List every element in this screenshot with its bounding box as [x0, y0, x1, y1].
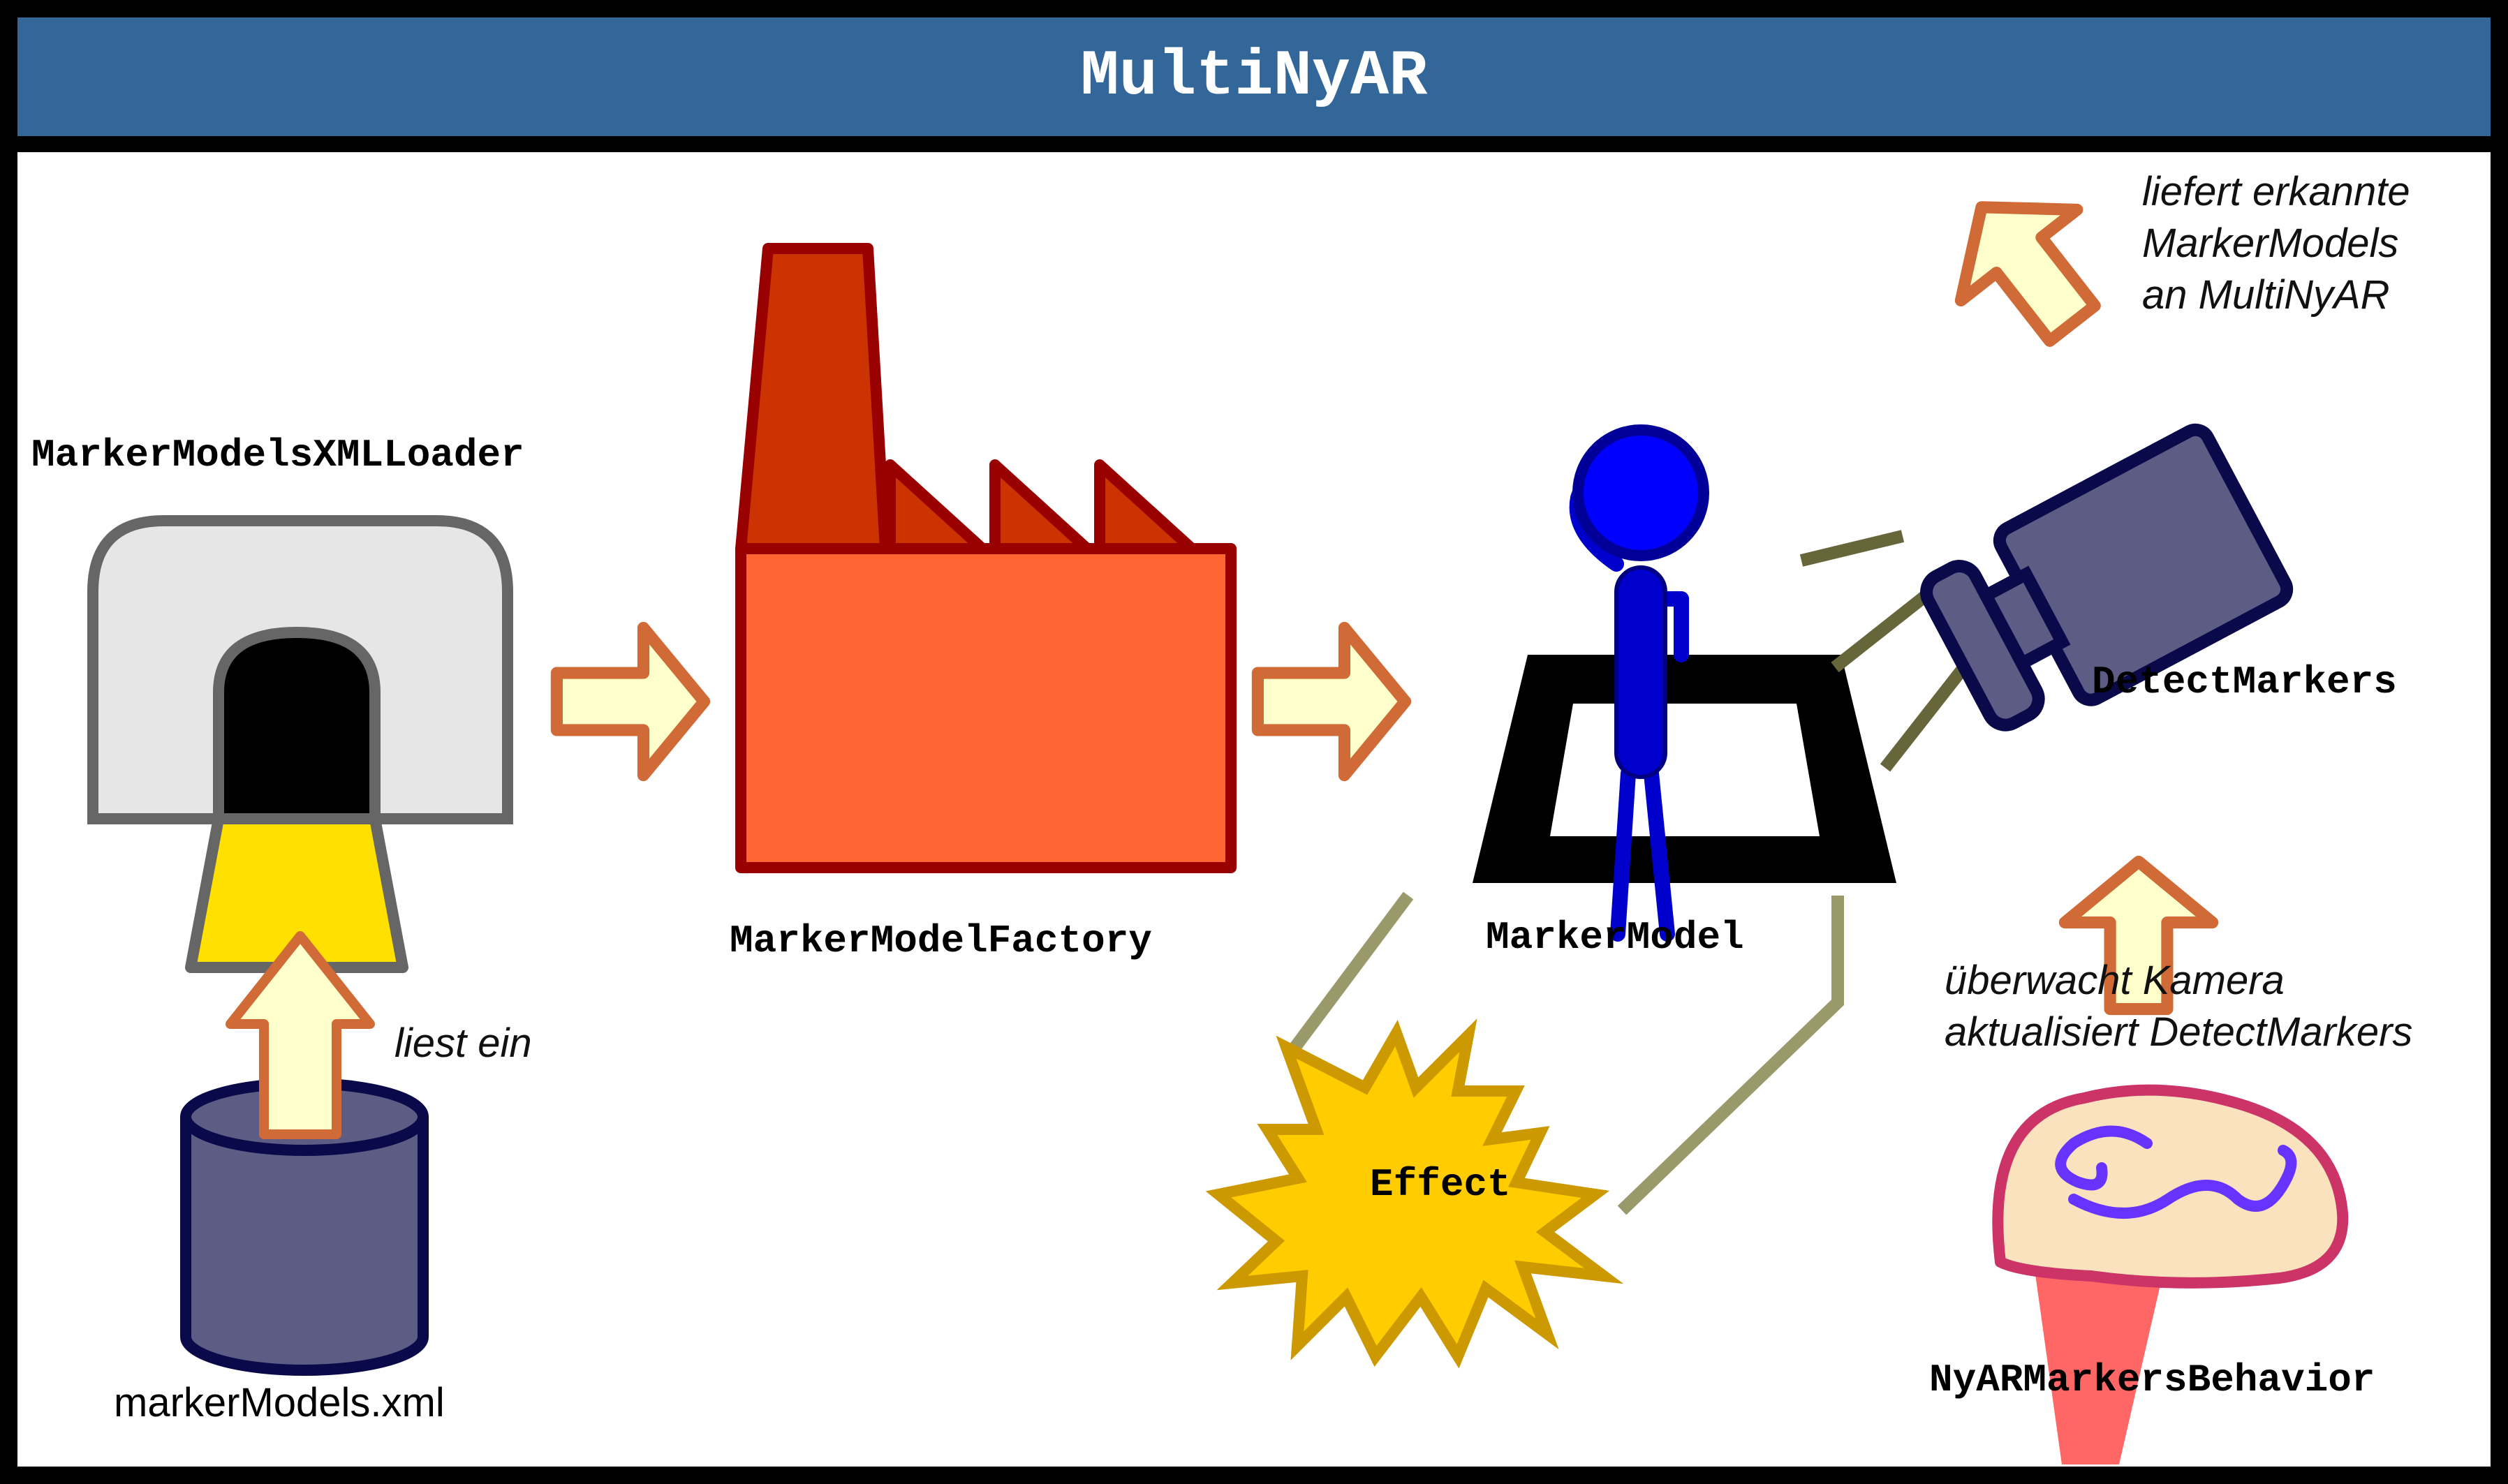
delivers-line-2: MarkerModels — [2142, 221, 2399, 266]
marker-person-icon — [1473, 424, 1896, 942]
reads-annotation: liest ein — [394, 1021, 532, 1066]
monitors-line-2: aktualisiert DetectMarkers — [1945, 1009, 2413, 1055]
arrow-detect-to-multinyar — [1924, 162, 2130, 369]
effect-label: Effect — [1370, 1162, 1511, 1207]
explosion-icon — [1205, 1018, 1624, 1369]
delivers-annotation: liefert erkannte MarkerModels an MultiNy… — [2142, 166, 2410, 321]
loader-label: MarkerModelsXMLLoader — [31, 433, 524, 477]
factory-label: MarkerModelFactory — [730, 919, 1152, 963]
tunnel-icon — [87, 515, 513, 973]
behavior-label: NyARMarkersBehavior — [1929, 1358, 2375, 1402]
delivers-line-3: an MultiNyAR — [2142, 272, 2390, 318]
model-label: MarkerModel — [1486, 915, 1744, 960]
title-bar: MultiNyAR — [17, 17, 2491, 136]
effect-links — [1290, 891, 1844, 1215]
xml-file-label: markerModels.xml — [114, 1380, 445, 1425]
arrow-factory-to-model — [1257, 628, 1405, 775]
detect-label: DetectMarkers — [2092, 660, 2397, 704]
arrow-xml-to-loader — [226, 931, 375, 1139]
factory-icon — [735, 243, 1237, 873]
arrow-loader-to-factory — [556, 628, 704, 775]
diagram-svg — [87, 152, 2349, 1464]
diagram-canvas: MarkerModelsXMLLoader MarkerModelFactory… — [17, 152, 2491, 1467]
diagram-title: MultiNyAR — [1080, 40, 1428, 113]
camera-icon — [1920, 423, 2294, 732]
monitors-line-1: überwacht Kamera — [1945, 958, 2285, 1003]
delivers-line-1: liefert erkannte — [2142, 169, 2410, 214]
brain-icon — [1992, 1084, 2349, 1464]
monitors-annotation: überwacht Kamera aktualisiert DetectMark… — [1945, 955, 2412, 1058]
